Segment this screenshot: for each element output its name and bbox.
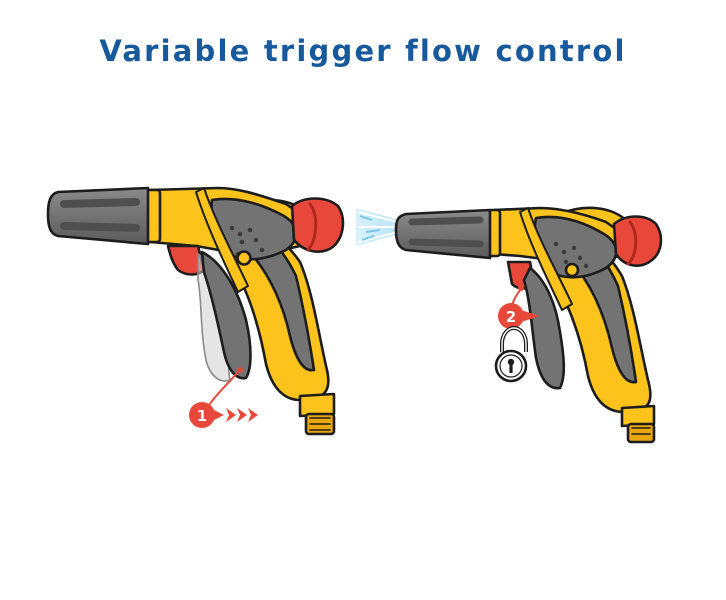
badge-arrow-icon [498, 303, 524, 329]
gun-trigger-lever [522, 266, 566, 390]
spray-gun-left [46, 186, 345, 436]
step-1-badge: 1 [189, 402, 224, 428]
gun-trigger-lever [200, 250, 252, 380]
spray-gun-right [394, 206, 663, 444]
badge-arrow-icon [189, 402, 215, 428]
padlock-icon [494, 325, 528, 383]
step-2-badge: 2 [498, 303, 540, 329]
gun-nozzle [46, 186, 150, 246]
step-2-number: 2 [506, 308, 516, 326]
step-1-number: 1 [197, 407, 207, 425]
triple-arrow-icon [226, 408, 258, 422]
diagram-title: Variable trigger flow control [99, 34, 627, 68]
water-spray-icon [356, 208, 400, 246]
gun-flow-dial [612, 215, 663, 267]
gun-flow-dial [290, 197, 345, 253]
